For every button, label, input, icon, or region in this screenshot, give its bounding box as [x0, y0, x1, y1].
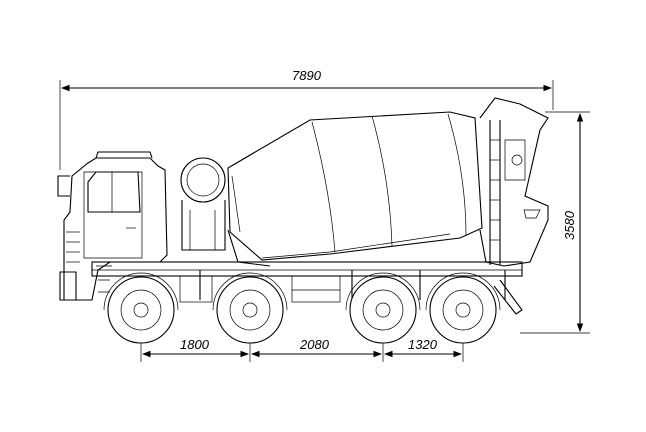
wheelbase-1-label: 1800 — [180, 337, 210, 352]
wheel-third — [345, 272, 421, 344]
wheel-front — [103, 272, 179, 344]
overall-length-label: 7890 — [292, 68, 322, 83]
chassis-frame — [91, 261, 523, 303]
overall-length-dimension: 7890 — [59, 68, 554, 170]
rear-hopper-ladder — [479, 97, 549, 315]
wheelbase-2-label: 2080 — [299, 337, 330, 352]
overall-height-dimension: 3580 — [520, 111, 590, 334]
wheelbase-dimensions: 1800 2080 1320 — [140, 300, 464, 362]
wheelbase-3-label: 1320 — [408, 337, 438, 352]
overall-height-label: 3580 — [562, 210, 577, 240]
wheel-second — [212, 272, 288, 344]
truck-cab — [57, 151, 168, 301]
wheel-rear — [425, 272, 501, 344]
water-tank — [180, 157, 226, 251]
mixer-drum — [227, 111, 483, 267]
